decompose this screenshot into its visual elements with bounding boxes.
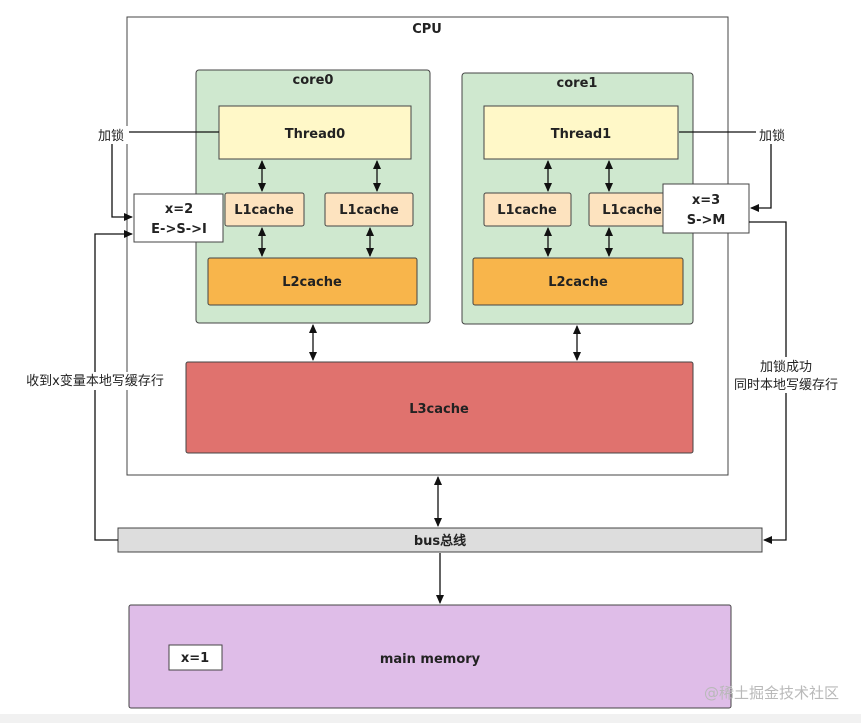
left-state-line1: x=2 (165, 202, 193, 217)
thread0-label: Thread0 (285, 127, 345, 142)
left-note: 收到x变量本地写缓存行 (26, 373, 164, 389)
bus-bar (117, 527, 763, 553)
left-lock-label: 加锁 (98, 128, 124, 144)
core0-l1cache-a (224, 192, 305, 227)
l3cache-label: L3cache (409, 402, 469, 417)
core0-l1cache-b-label: L1cache (339, 203, 399, 218)
left-note-bg (26, 372, 164, 390)
right-note-line1: 加锁成功 (760, 359, 812, 375)
thread1-label: Thread1 (551, 127, 611, 142)
main-memory-box (128, 604, 732, 709)
right-lock-line (679, 131, 772, 212)
thread1-box (483, 105, 679, 160)
core1-l2cache-label: L2cache (548, 275, 608, 290)
right-lock-label: 加锁 (759, 128, 785, 144)
core0-title: core0 (293, 73, 334, 88)
core0-l1cache-b (324, 192, 414, 227)
left-lock-line (111, 131, 219, 221)
core1-l2cache (472, 257, 684, 306)
core0-l2cache (207, 257, 418, 306)
left-state-box (133, 193, 224, 243)
right-state-line2: S->M (687, 213, 726, 228)
bottom-strip (0, 714, 861, 723)
core1-l1cache-b-label: L1cache (602, 203, 662, 218)
right-note-bg (734, 357, 840, 393)
core1-l1cache-a-label: L1cache (497, 203, 557, 218)
left-lock-label-bg (95, 126, 129, 144)
right-state-line1: x=3 (692, 193, 720, 208)
main-memory-label: main memory (380, 652, 481, 667)
core0-l1cache-a-label: L1cache (234, 203, 294, 218)
left-state-line2: E->S->I (151, 222, 207, 237)
right-note-line2: 同时本地写缓存行 (734, 378, 838, 393)
core0-l2cache-label: L2cache (282, 275, 342, 290)
memory-var-box (168, 644, 223, 671)
bus-label: bus总线 (414, 533, 466, 549)
right-lock-label-bg (756, 126, 790, 144)
watermark: @稀土掘金技术社区 (703, 684, 839, 702)
thread0-box (218, 105, 412, 160)
right-state-box (662, 183, 750, 234)
core1-title: core1 (557, 76, 598, 91)
memory-var-label: x=1 (181, 651, 209, 666)
core1-l1cache-a (483, 192, 572, 227)
l3cache-box (185, 361, 694, 454)
cpu-title: CPU (412, 22, 442, 37)
